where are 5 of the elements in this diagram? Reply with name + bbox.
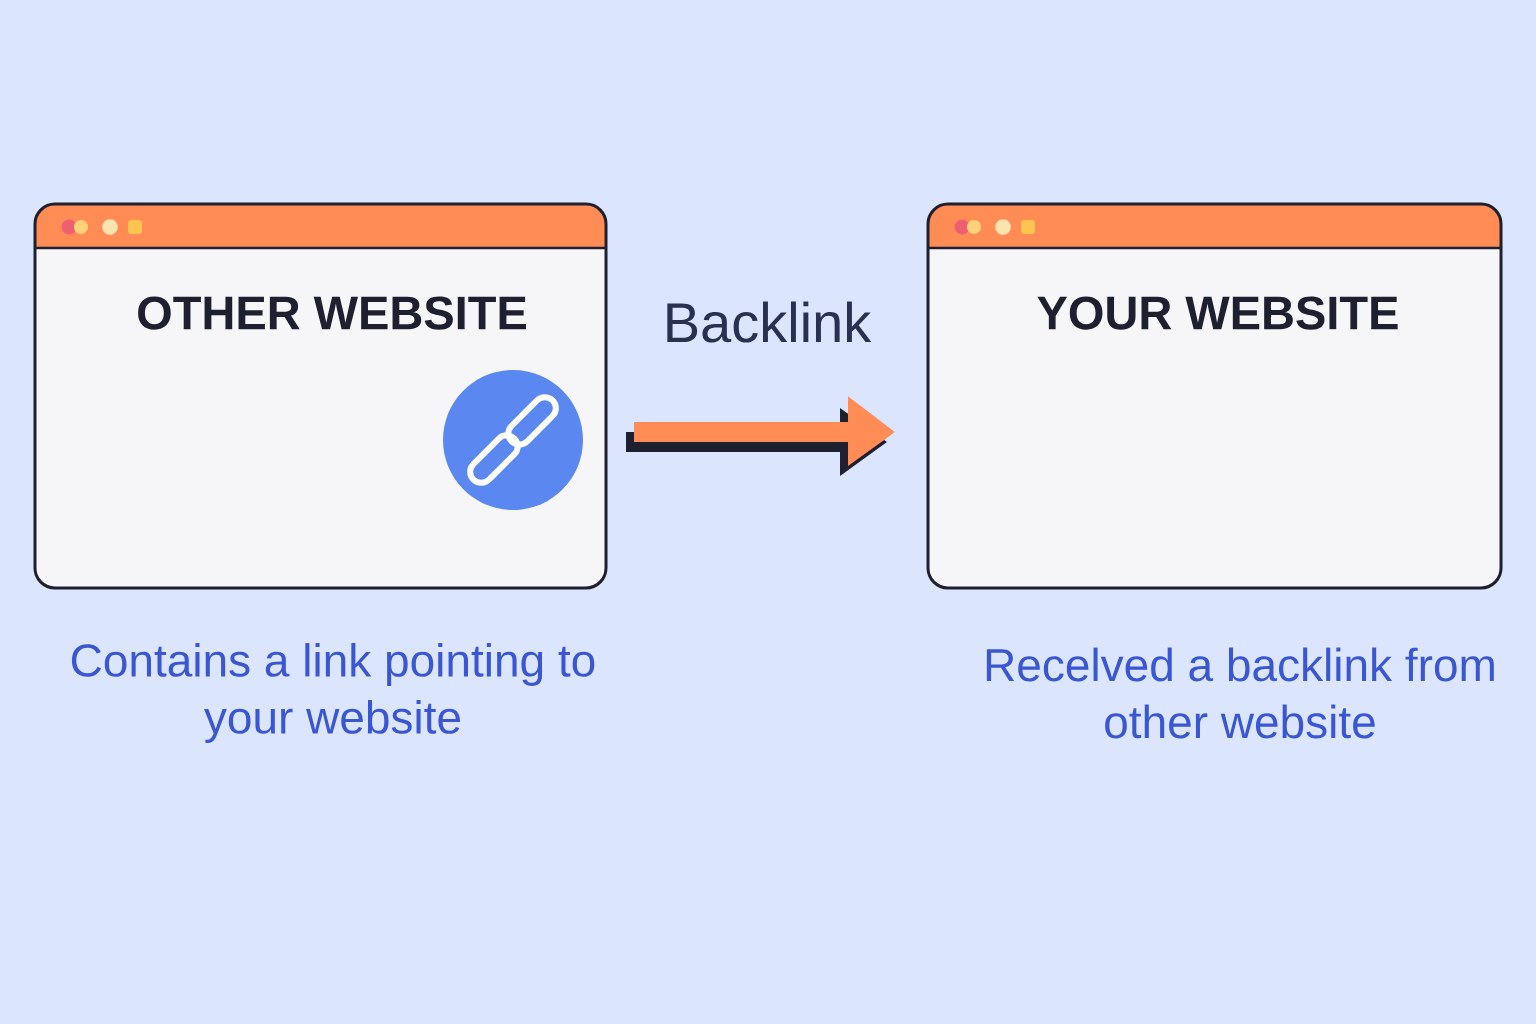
window-title: OTHER WEBSITE [138, 296, 526, 330]
caption-text: Contains a link pointing to your website [71, 643, 595, 743]
caption-text: Recelved a backlink from other website [986, 647, 1494, 739]
window-title: YOUR WEBSITE [1037, 296, 1398, 330]
edge-label: Backlink [658, 297, 876, 347]
